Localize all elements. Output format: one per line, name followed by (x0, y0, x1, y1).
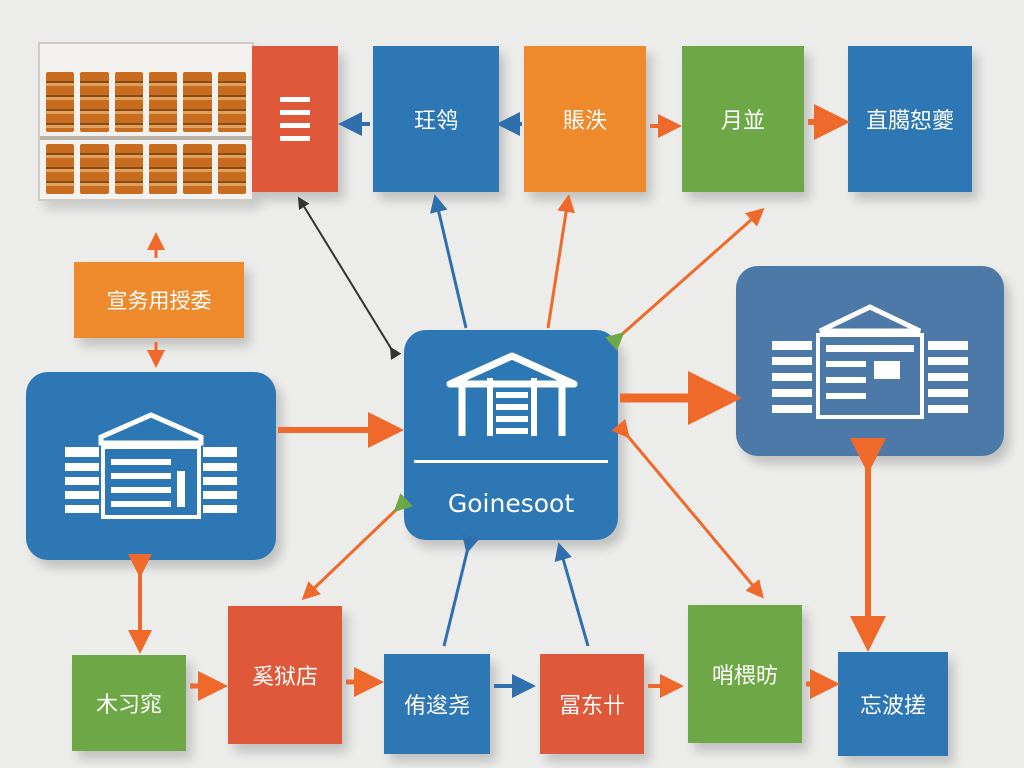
right-warehouse-node[interactable] (736, 266, 1004, 456)
arrow-hub-bottom2 (301, 493, 413, 601)
top-node-3-label: 月並 (720, 109, 765, 134)
top-node-1-label: 玨鸰 (413, 109, 458, 134)
bottom-node-5[interactable]: 哨椳昉 (688, 605, 802, 743)
bottom-node-1[interactable]: 木习窕 (72, 655, 186, 751)
top-node-3[interactable]: 月並 (682, 46, 804, 192)
hub-warehouse-icon (446, 352, 578, 436)
left-label-text: 宣务用授委 (106, 289, 212, 313)
arrow-hub-bottom3 (442, 534, 480, 647)
bottom-node-1-label: 木习窕 (95, 693, 162, 718)
bottom-node-3[interactable]: 侑逡尧 (384, 654, 490, 754)
bottom-node-3-label: 侑逡尧 (403, 694, 470, 719)
bottom-node-4[interactable]: 冨东卄 (540, 654, 644, 754)
arrow-hub-top2 (546, 194, 576, 329)
top-node-1[interactable]: 玨鸰 (373, 46, 499, 192)
left-warehouse-node[interactable] (26, 372, 276, 560)
bottom-node-2[interactable]: 奚狱店 (228, 606, 342, 744)
bottom-node-4-label: 冨东卄 (558, 694, 625, 719)
hub-divider (414, 460, 608, 463)
shelf-row-top (46, 72, 246, 132)
arrow-hub-bottom4 (554, 542, 590, 647)
arrow-hub-list (297, 196, 402, 360)
top-node-2[interactable]: 賬泆 (524, 46, 646, 192)
shelf-row-bottom (46, 144, 246, 194)
top-node-2-label: 賬泆 (562, 109, 607, 134)
bottom-node-5-label: 哨椳昉 (711, 664, 778, 689)
warehouse-icon (65, 412, 237, 519)
list-icon (280, 97, 310, 141)
list-box[interactable] (252, 46, 338, 192)
warehouse-icon (772, 304, 968, 419)
arrow-hub-top3 (605, 208, 765, 351)
bottom-node-6-label: 忘波搓 (859, 694, 926, 719)
hub-label: Goinesoot (447, 489, 575, 518)
storage-shelf-image (38, 42, 254, 201)
top-node-4-label: 直臈恕夔 (865, 109, 954, 134)
central-hub-node[interactable]: Goinesoot (404, 330, 618, 540)
top-node-4[interactable]: 直臈恕夔 (848, 46, 972, 192)
bottom-node-2-label: 奚狱店 (251, 665, 318, 690)
arrow-hub-bottom5 (611, 419, 764, 599)
arrow-hub-top1 (429, 194, 468, 329)
left-label-box[interactable]: 宣务用授委 (74, 262, 244, 338)
bottom-node-6[interactable]: 忘波搓 (838, 652, 948, 756)
